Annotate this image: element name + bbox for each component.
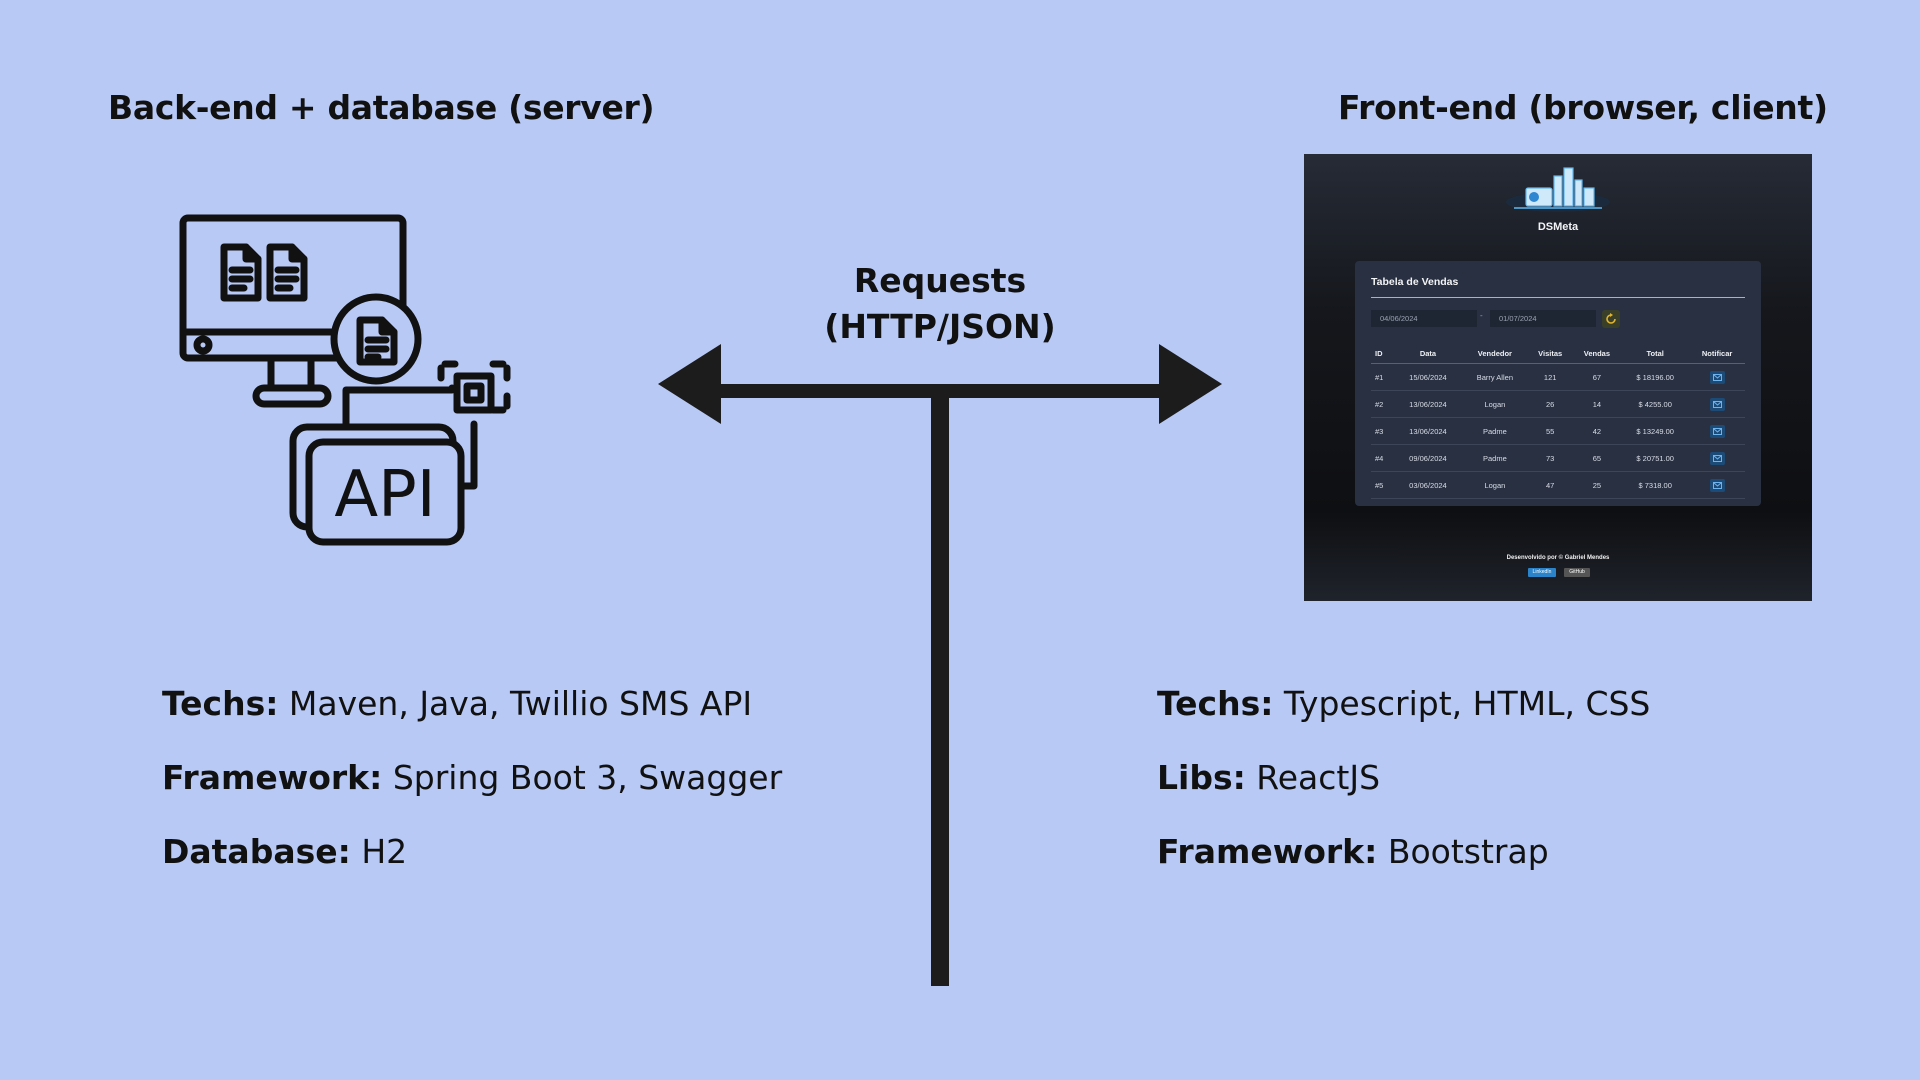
column-header: Visitas: [1527, 343, 1573, 364]
column-header: ID: [1371, 343, 1394, 364]
table-cell: #3: [1371, 417, 1394, 445]
backend-database-item: Database: H2: [162, 832, 408, 871]
table-cell: 09/06/2024: [1393, 444, 1462, 472]
table-cell: Barry Allen: [1461, 363, 1528, 391]
sales-table: ID Data Vendedor Visitas Vendas Total No…: [1371, 343, 1745, 499]
api-badge-text: API: [334, 458, 435, 532]
table-row: #2 13/06/2024 Logan 26 14 $ 4255.00: [1371, 390, 1745, 418]
refresh-icon: [1606, 313, 1616, 324]
date-separator: -: [1480, 311, 1483, 320]
frontend-app-screenshot: DSMeta Tabela de Vendas 04/06/2024 - 01/…: [1304, 154, 1812, 601]
table-cell: [1689, 390, 1745, 418]
frontend-heading: Front-end (browser, client): [1338, 88, 1828, 127]
column-header: Data: [1393, 343, 1462, 364]
notify-button[interactable]: [1709, 478, 1725, 492]
table-cell: 15/06/2024: [1393, 363, 1462, 391]
date-to-input[interactable]: 01/07/2024: [1490, 310, 1596, 327]
arrow-left-head: [658, 344, 721, 424]
table-cell: [1689, 471, 1745, 499]
table-cell: Logan: [1461, 471, 1528, 499]
arrow-horizontal-bar: [715, 384, 1165, 398]
document-icon: [356, 316, 398, 366]
notify-button[interactable]: [1709, 397, 1725, 411]
chip-icon: [437, 360, 511, 414]
table-cell: #2: [1371, 390, 1394, 418]
card-title: Tabela de Vendas: [1371, 276, 1459, 288]
github-button[interactable]: GitHub: [1564, 568, 1590, 577]
api-server-illustration: API: [179, 214, 511, 546]
app-footer: Desenvolvido por © Gabriel Mendes: [1506, 555, 1610, 561]
table-cell: #4: [1371, 444, 1394, 472]
linkedin-button[interactable]: LinkedIn: [1528, 568, 1556, 577]
table-cell: 13/06/2024: [1393, 417, 1462, 445]
table-header-row: ID Data Vendedor Visitas Vendas Total No…: [1371, 343, 1745, 364]
column-header: Notificar: [1689, 343, 1745, 364]
notify-button[interactable]: [1709, 424, 1725, 438]
table-cell: 14: [1572, 390, 1622, 418]
frontend-techs-item: Techs: Typescript, HTML, CSS: [1157, 684, 1651, 723]
document-icon: [266, 243, 308, 302]
table-cell: 03/06/2024: [1393, 471, 1462, 499]
table-cell: 26: [1527, 390, 1573, 418]
table-row: #1 15/06/2024 Barry Allen 121 67 $ 18196…: [1371, 363, 1745, 391]
table-row: #3 13/06/2024 Padme 55 42 $ 13249.00: [1371, 417, 1745, 445]
backend-tech-list: Techs: Maven, Java, Twillio SMS API Fram…: [162, 681, 782, 903]
table-cell: Logan: [1461, 390, 1528, 418]
notify-button[interactable]: [1709, 451, 1725, 465]
arrow-right-head: [1159, 344, 1222, 424]
dashboard-logo-icon: [1506, 167, 1610, 212]
sales-card: Tabela de Vendas 04/06/2024 - 01/07/2024…: [1355, 261, 1761, 506]
table-cell: 121: [1527, 363, 1573, 391]
mail-icon: [1712, 481, 1722, 489]
backend-framework-item: Framework: Spring Boot 3, Swagger: [162, 758, 783, 797]
column-header: Vendedor: [1461, 343, 1528, 364]
refresh-button[interactable]: [1602, 310, 1620, 328]
table-cell: 67: [1572, 363, 1622, 391]
table-cell: [1689, 444, 1745, 472]
table-cell: [1689, 417, 1745, 445]
table-cell: 25: [1572, 471, 1622, 499]
notify-button[interactable]: [1709, 370, 1725, 384]
table-row: #4 09/06/2024 Padme 73 65 $ 20751.00: [1371, 444, 1745, 472]
table-cell: 42: [1572, 417, 1622, 445]
table-cell: 13/06/2024: [1393, 390, 1462, 418]
mail-icon: [1712, 373, 1722, 381]
table-cell: 65: [1572, 444, 1622, 472]
mail-icon: [1712, 400, 1722, 408]
requests-label: Requests (HTTP/JSON): [790, 258, 1090, 350]
backend-heading: Back-end + database (server): [108, 88, 655, 127]
mail-icon: [1712, 427, 1722, 435]
table-cell: $ 20751.00: [1621, 444, 1690, 472]
table-cell: Padme: [1461, 444, 1528, 472]
table-cell: $ 7318.00: [1621, 471, 1690, 499]
column-header: Vendas: [1572, 343, 1622, 364]
requests-label-line1: Requests: [853, 261, 1027, 300]
table-cell: [1689, 363, 1745, 391]
date-from-input[interactable]: 04/06/2024: [1371, 310, 1477, 327]
frontend-libs-item: Libs: ReactJS: [1157, 758, 1381, 797]
bidirectional-arrow: [658, 344, 1222, 986]
document-icon: [220, 243, 262, 302]
card-divider: [1371, 297, 1745, 298]
table-cell: 55: [1527, 417, 1573, 445]
table-row: #5 03/06/2024 Logan 47 25 $ 7318.00: [1371, 471, 1745, 499]
table-cell: #5: [1371, 471, 1394, 499]
frontend-framework-item: Framework: Bootstrap: [1157, 832, 1549, 871]
backend-techs-item: Techs: Maven, Java, Twillio SMS API: [162, 684, 753, 723]
table-cell: 47: [1527, 471, 1573, 499]
table-cell: 73: [1527, 444, 1573, 472]
arrow-vertical-stem: [931, 392, 949, 986]
requests-label-line2: (HTTP/JSON): [824, 307, 1056, 346]
frontend-tech-list: Techs: Typescript, HTML, CSS Libs: React…: [1157, 681, 1650, 903]
app-brand: DSMeta: [1537, 221, 1579, 233]
column-header: Total: [1621, 343, 1690, 364]
mail-icon: [1712, 454, 1722, 462]
table-cell: $ 4255.00: [1621, 390, 1690, 418]
table-cell: $ 18196.00: [1621, 363, 1690, 391]
table-cell: $ 13249.00: [1621, 417, 1690, 445]
table-cell: #1: [1371, 363, 1394, 391]
table-cell: Padme: [1461, 417, 1528, 445]
